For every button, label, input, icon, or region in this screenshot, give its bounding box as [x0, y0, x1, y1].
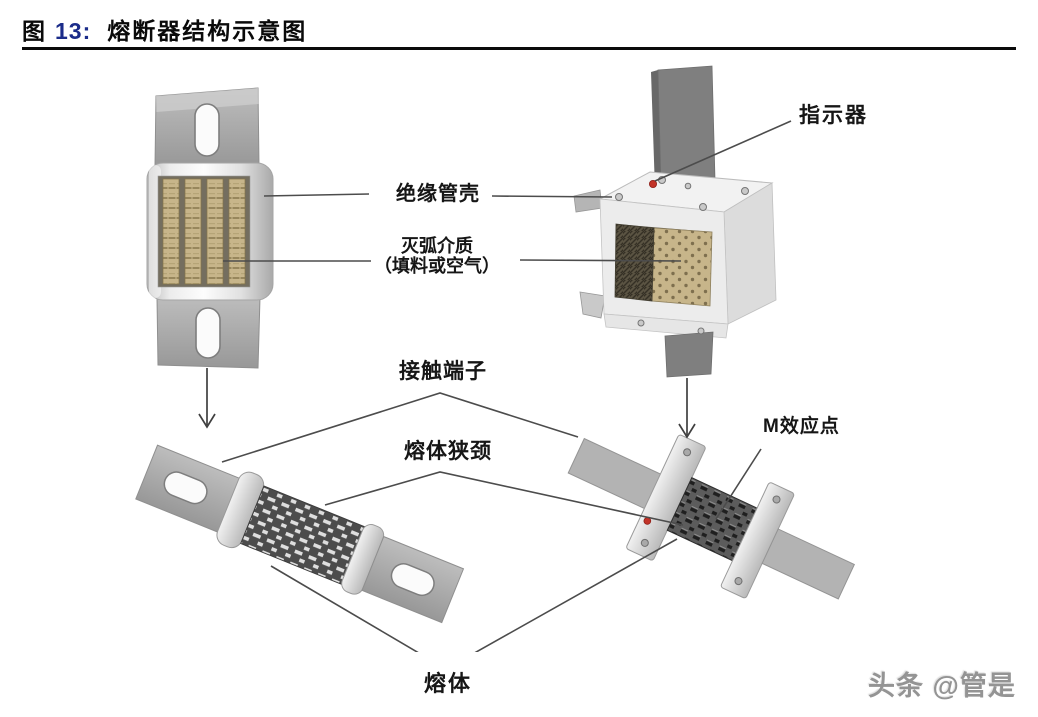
label-arc-medium-line1: 灭弧介质: [401, 236, 473, 256]
leader-shell-left: [263, 193, 370, 197]
explode-arrows: [198, 368, 696, 439]
leader-indicator: [654, 120, 792, 182]
watermark: 头条 @管是: [868, 671, 1016, 701]
leader-m-effect: [715, 448, 762, 520]
leader-melt-neck: [324, 471, 684, 526]
blade-terminal-top: [657, 65, 716, 187]
melt-element-right-illustration: [567, 434, 856, 600]
label-contact-terminal: 接触端子: [399, 360, 487, 383]
figure-header: 图 13: 熔断器结构示意图: [22, 12, 307, 46]
label-insulating-shell: 绝缘管壳: [396, 183, 480, 205]
indicator-dot: [649, 179, 658, 188]
fuse-isometric-view-illustration: [573, 65, 777, 378]
label-arc-medium: 灭弧介质 （填料或空气）: [356, 236, 518, 276]
melt-mesh: [614, 223, 655, 302]
blade-terminal-bottom: [664, 331, 714, 378]
melt-element-left-illustration: [135, 444, 465, 624]
annotation-leader-lines: [221, 120, 792, 652]
filler-panel: [651, 227, 713, 307]
leader-medium-right: [519, 259, 682, 262]
figure-prefix: 图: [22, 18, 47, 44]
mounting-slot-bottom: [195, 307, 221, 359]
label-melt: 熔体: [424, 671, 473, 696]
fuse-illustration-canvas: [135, 65, 856, 652]
label-indicator: 指示器: [799, 104, 868, 127]
leader-shell-right: [491, 195, 613, 198]
figure-number: 13:: [55, 18, 92, 44]
leader-contact-terminal: [221, 392, 579, 463]
label-melt-neck: 熔体狭颈: [404, 440, 492, 463]
label-arc-medium-line2: （填料或空气）: [374, 256, 500, 276]
label-m-effect-point: M效应点: [763, 416, 840, 437]
body-screws: [615, 176, 749, 335]
explode-arrow-left-head: [198, 413, 216, 429]
header-divider: [22, 47, 1016, 50]
explode-arrow-right-head: [678, 423, 696, 439]
fuse-structure-diagram: 指示器 绝缘管壳 灭弧介质 （填料或空气） 接触端子 熔体狭颈 M效应点 熔体: [0, 52, 1038, 695]
blade-tab-right: [761, 528, 856, 600]
fuse-front-view-illustration: [146, 87, 274, 369]
leader-melt: [270, 538, 678, 652]
figure-title: 熔断器结构示意图: [107, 18, 308, 44]
mounting-slot-top: [194, 103, 220, 157]
